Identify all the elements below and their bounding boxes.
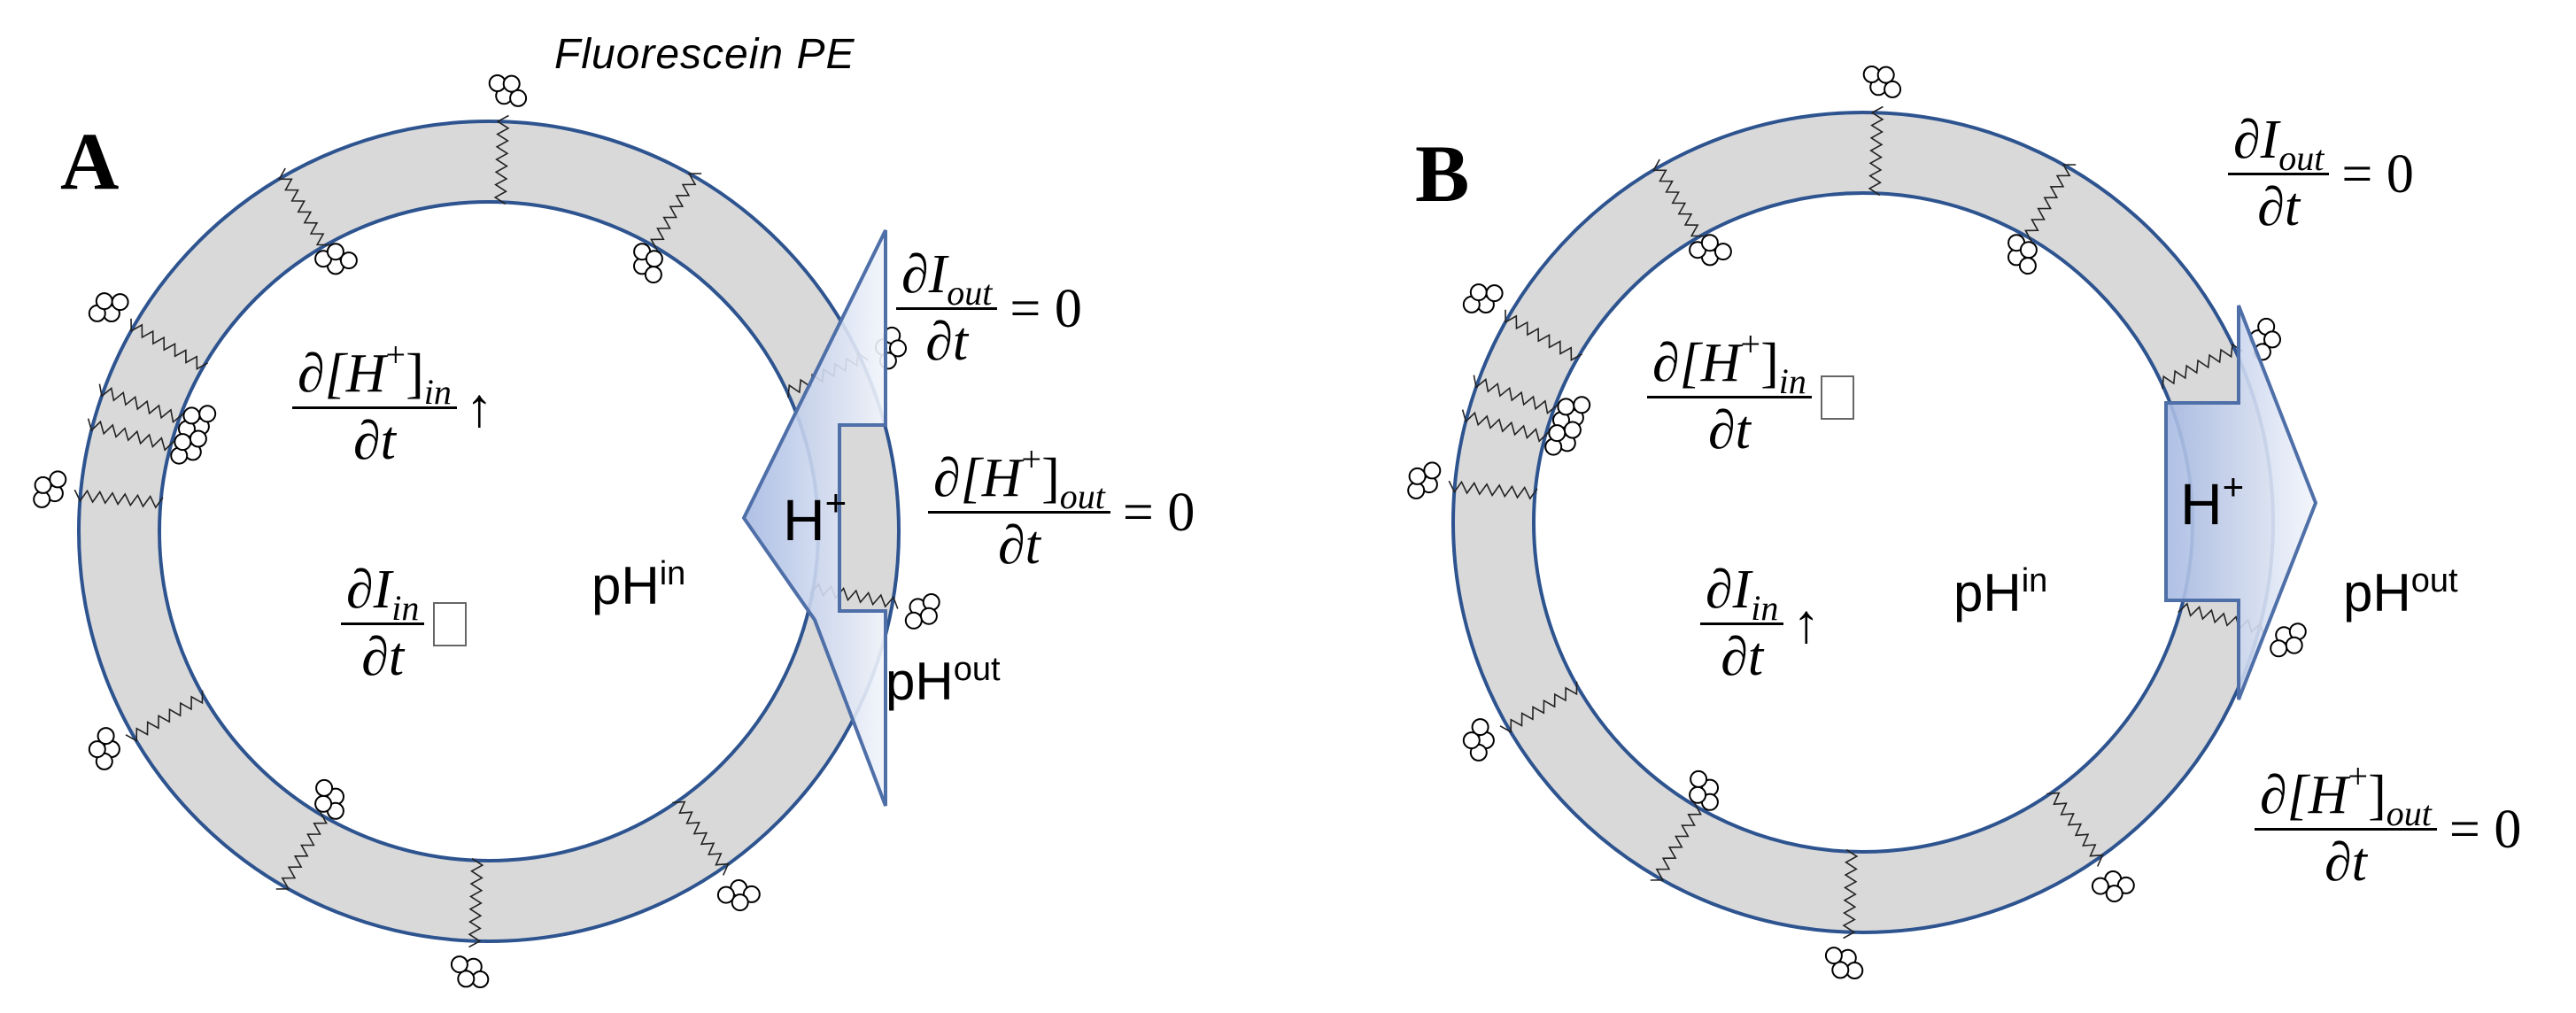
lipid-tail [2046, 792, 2104, 867]
lipid-tail [1842, 848, 1859, 940]
lipid-tail [1868, 105, 1884, 197]
fluorescein-head-icon [1462, 283, 1504, 313]
eq-h-in-b: ∂[H+]in ∂t [1647, 327, 1854, 460]
lipid-tail [1473, 375, 1558, 415]
lipid-tail [672, 800, 730, 876]
vesicle-b [1407, 66, 2307, 979]
lipid-tail [493, 114, 510, 205]
fluorescein-head-icon [1407, 461, 1442, 499]
eq-h-out-a: ∂[H+]out ∂t = 0 [928, 442, 1195, 575]
eq-h-out-b: ∂[H+]out ∂t = 0 [2255, 759, 2521, 892]
eq-i-out-b: ∂Iout ∂t = 0 [2228, 111, 2414, 236]
lipid-tail [2024, 164, 2077, 242]
fluorescein-head-icon [314, 243, 358, 275]
increase-arrow-icon: ↑ [465, 377, 493, 438]
fluorescein-head-icon [488, 74, 528, 107]
fluorescein-head-icon [1824, 947, 1864, 979]
lipid-tail [130, 318, 208, 370]
lipid-tail [1499, 681, 1578, 733]
panel-label-a: A [60, 116, 120, 206]
eq-i-out-a: ∂Iout ∂t = 0 [896, 245, 1082, 371]
fluorescein-head-icon [2270, 622, 2307, 658]
lipid-tail [1505, 309, 1582, 361]
membrane-inner-b [1532, 191, 2194, 854]
lipid-tail [73, 489, 164, 509]
fluorescein-head-icon [1689, 234, 1732, 267]
eq-h-in-a: ∂[H+]in ∂t ↑ [292, 337, 493, 470]
fluorescein-head-icon [1462, 718, 1495, 762]
lipid-probes-a [33, 74, 940, 988]
fluorescein-head-icon [716, 879, 761, 912]
lipid-tail [278, 167, 330, 246]
membrane-inner-a [158, 200, 820, 862]
lipid-tail [468, 857, 484, 948]
ph-in-a: pHin [592, 555, 686, 615]
proton-label-a: H+ [783, 482, 847, 553]
fluorescein-head-icon [450, 955, 490, 988]
lipid-tail [87, 418, 174, 452]
vesicle-a [33, 74, 940, 988]
lipid-tail [2162, 343, 2243, 390]
lipid-tail [275, 812, 328, 890]
lipid-tail [1652, 159, 1705, 237]
fluorescein-head-icon [2091, 870, 2135, 903]
lipid-tail [125, 690, 204, 742]
ph-in-b: pHin [1953, 562, 2048, 622]
fluorescein-head-icon [1689, 769, 1719, 811]
fluorescein-head-icon [314, 778, 344, 820]
lipid-tail [98, 383, 183, 424]
proton-label-b: H+ [2180, 466, 2245, 537]
figure-caption: Fluorescein PE [554, 31, 855, 78]
fluorescein-head-icon [1862, 66, 1902, 98]
fluorescein-head-icon [88, 292, 129, 322]
fluorescein-head-icon [633, 243, 663, 284]
placeholder-glyph-icon [433, 601, 468, 646]
proton-arrow-inward [741, 229, 887, 807]
placeholder-glyph-icon [1820, 375, 1854, 420]
ph-out-b: pHout [2343, 562, 2458, 622]
lipid-probes-b [1407, 66, 2307, 979]
eq-i-in-b: ∂Iin ∂t ↑ [1700, 561, 1820, 686]
eq-i-in-a: ∂Iin ∂t [341, 561, 468, 686]
fluorescein-head-icon [2248, 317, 2281, 361]
increase-arrow-icon: ↑ [1792, 593, 1821, 654]
lipid-tail [1461, 409, 1549, 443]
lipid-tail [1650, 803, 1702, 881]
fluorescein-head-icon [1544, 421, 1582, 456]
fluorescein-head-icon [2007, 234, 2038, 275]
lipid-tail [650, 173, 702, 251]
panel-label-b: B [1415, 128, 1470, 219]
ph-out-a: pHout [886, 651, 1001, 711]
proton-arrow-outward [2164, 305, 2318, 700]
fluorescein-head-icon [33, 470, 67, 508]
fluorescein-head-icon [88, 727, 120, 770]
lipid-tail [1448, 480, 1538, 500]
fluorescein-head-icon [904, 593, 940, 630]
fluorescein-head-icon [170, 429, 207, 465]
